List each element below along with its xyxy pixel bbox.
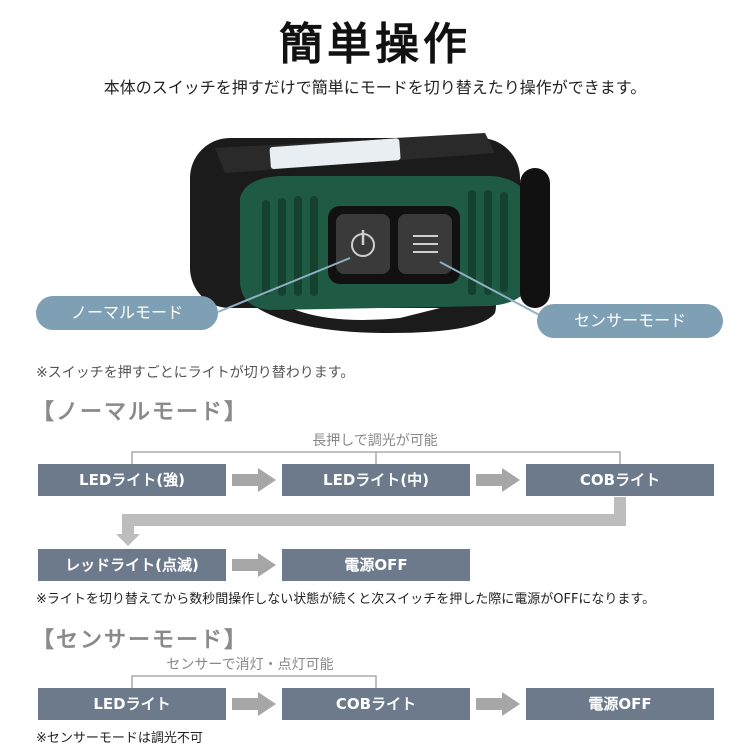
sensor-step-cob: COBライト — [282, 688, 470, 720]
page-title: 簡単操作 — [279, 19, 471, 70]
step-red-blink: レッドライト(点滅) — [38, 549, 226, 581]
step-cob: COBライト — [526, 464, 714, 496]
normal-mode-heading: 【ノーマルモード】 — [32, 400, 249, 425]
headlamp-illustration — [190, 133, 550, 333]
arrow-right — [232, 468, 276, 492]
sensor-mode-note: ※センサーモードは調光不可 — [36, 731, 203, 746]
step-led-mid: LEDライト(中) — [282, 464, 470, 496]
switch-note: ※スイッチを押すごとにライトが切り替わります。 — [36, 365, 355, 381]
callout-sensor-mode: センサーモード — [537, 304, 723, 338]
page-subtitle: 本体のスイッチを押すだけで簡単にモードを切り替えたり操作ができます。 — [103, 78, 647, 97]
sensor-mode-heading: 【センサーモード】 — [32, 628, 249, 653]
step-power-off: 電源OFF — [282, 549, 470, 581]
sensor-step-led: LEDライト — [38, 688, 226, 720]
sensor-step-power-off: 電源OFF — [526, 688, 714, 720]
callout-normal-mode: ノーマルモード — [36, 296, 218, 330]
sensor-mode-hint: センサーで消灯・点灯可能 — [166, 657, 334, 673]
normal-mode-hint: 長押しで調光が可能 — [312, 433, 438, 449]
normal-mode-note: ※ライトを切り替えてから数秒間操作しない状態が続くと次スイッチを押した際に電源が… — [36, 592, 656, 607]
step-led-high: LEDライト(強) — [38, 464, 226, 496]
